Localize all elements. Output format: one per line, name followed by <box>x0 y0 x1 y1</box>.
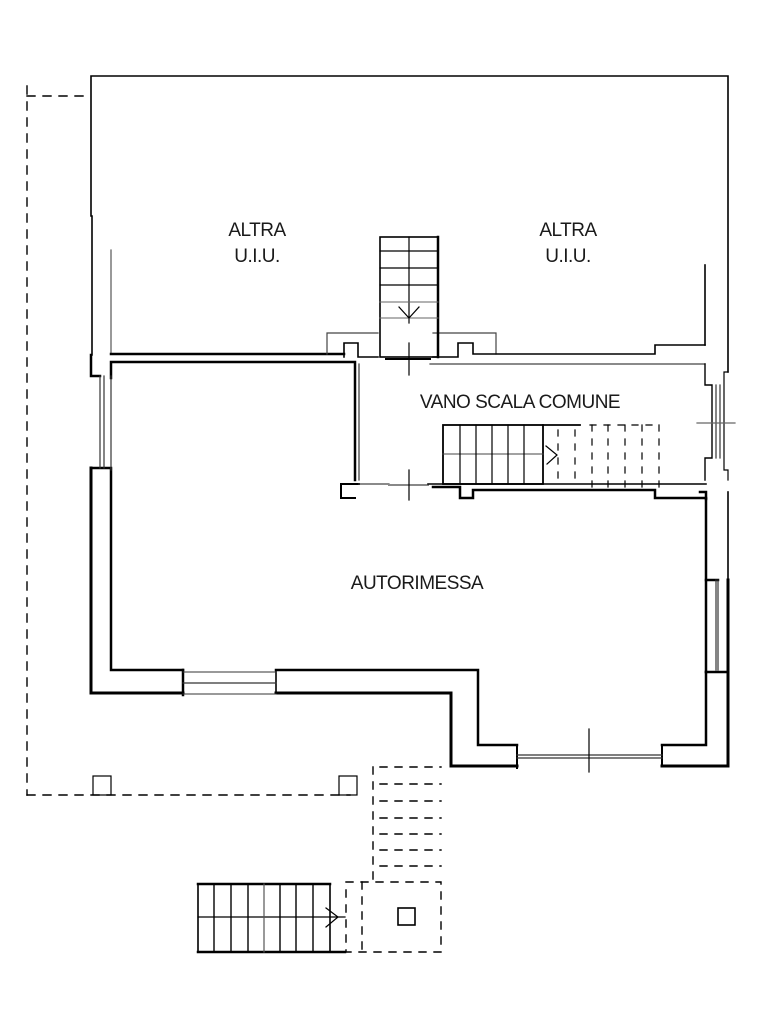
room-label-altra-uiu-left: ALTRA U.I.U. <box>212 218 302 269</box>
exterior-dashed-outline <box>26 85 358 796</box>
autorimessa-walls <box>89 353 730 773</box>
room-label-altra-uiu-right: ALTRA U.I.U. <box>523 218 613 269</box>
common-stair <box>442 424 661 495</box>
room-label-line1: ALTRA <box>228 220 286 241</box>
room-label-line1: VANO SCALA COMUNE <box>419 392 621 413</box>
stair-hall-walls <box>340 363 736 501</box>
room-label-line2: U.I.U. <box>545 245 591 267</box>
exterior-dashed-steps <box>345 766 442 953</box>
room-label-line1: ALTRA <box>539 220 597 241</box>
upper-stair <box>379 235 440 376</box>
room-label-line1: AUTORIMESSA <box>350 573 484 594</box>
pillar-square <box>397 907 416 926</box>
external-stair <box>196 882 347 954</box>
room-label-autorimessa: AUTORIMESSA <box>332 571 502 597</box>
room-label-line2: U.I.U. <box>234 245 280 267</box>
upper-units-bottom-wall <box>109 332 706 365</box>
room-label-vano-scala-comune: VANO SCALA COMUNE <box>392 390 648 416</box>
upper-units-outline <box>90 75 729 373</box>
